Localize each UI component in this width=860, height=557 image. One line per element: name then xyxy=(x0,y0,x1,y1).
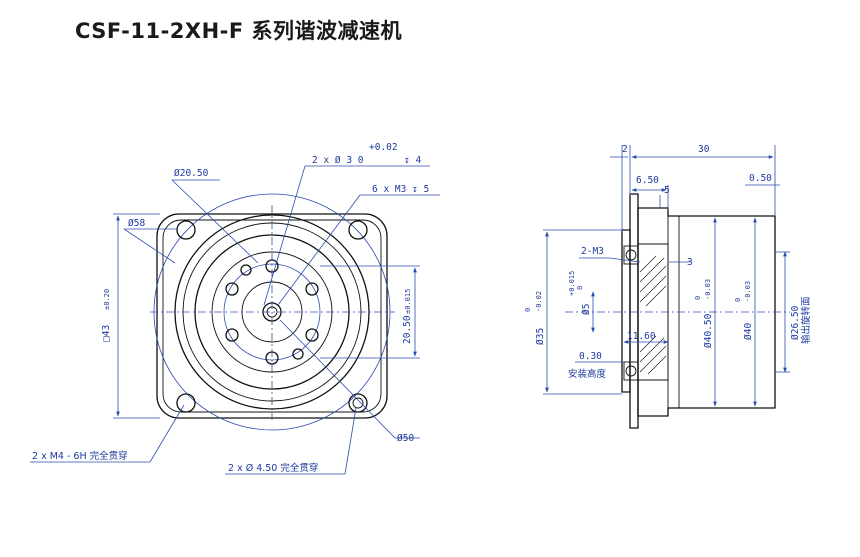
label-2x-phi3: 2 x Ø 3 0 xyxy=(312,155,364,166)
label-phi-26-50: Ø26.50 xyxy=(790,305,801,340)
label-dim-30: 30 xyxy=(698,144,710,155)
bearing-top xyxy=(623,245,639,265)
flange-plate xyxy=(629,193,639,429)
label-phi-35-tol-upper: 0 xyxy=(524,308,532,312)
label-phi-40: Ø40 xyxy=(743,323,754,340)
leader-2x-phi3 xyxy=(263,165,306,306)
label-square-43: □43 xyxy=(101,325,112,342)
label-thru-depth: ↧ 4 xyxy=(404,155,421,166)
label-m4-holes: 2 x M4 - 6H 完全贯穿 xyxy=(32,450,128,462)
label-dim-11-60: 11.60 xyxy=(627,331,656,342)
label-phi-5-tol-lower: 0 xyxy=(576,286,584,290)
label-phi-40-tol-upper: 0 xyxy=(734,298,742,302)
label-6x-m3: 6 x M3 ↧ 5 xyxy=(372,184,429,195)
pin-hole-1 xyxy=(240,264,252,276)
label-phi-5-tol-upper: +0.015 xyxy=(568,271,576,296)
bearing-ball-bottom xyxy=(625,365,637,377)
m3-hole-6 xyxy=(225,282,239,296)
leader-m4 xyxy=(149,404,185,463)
corner-hole-br xyxy=(348,393,368,413)
label-phi-35: Ø35 xyxy=(535,328,546,345)
label-dim-2: 2 xyxy=(622,144,628,155)
leader-phi-4-50 xyxy=(344,407,357,475)
corner-hole-tr xyxy=(348,220,368,240)
bearing-bottom xyxy=(623,361,639,381)
label-phi-5: Ø5 xyxy=(581,304,592,315)
bearing-ball-top xyxy=(625,249,637,261)
label-phi-58: Ø58 xyxy=(128,218,145,229)
m3-hole-2 xyxy=(305,282,319,296)
pin-hole-2 xyxy=(292,348,304,360)
leader-phi-20-50 xyxy=(171,179,259,264)
label-phi-40-50-tol-lower: -0.03 xyxy=(704,279,712,300)
label-dim-0-50: 0.50 xyxy=(749,173,772,184)
body-cylinder xyxy=(637,207,776,417)
label-phi-40-tol-lower: -0.03 xyxy=(744,281,752,302)
front-view: Ø20.50 +0.02 2 x Ø 3 0 ↧ 4 6 x M3 ↧ 5 Ø5… xyxy=(30,142,440,475)
label-phi-35-tol-lower: -0.02 xyxy=(535,291,543,312)
leader-2-m3 xyxy=(609,257,641,263)
label-thru-tol: +0.02 xyxy=(369,142,398,153)
corner-hole-tl xyxy=(176,220,196,240)
label-dim-0-30: 0.30 xyxy=(579,351,602,362)
leader-6x-m3 xyxy=(277,194,361,306)
label-dim-5: 5 xyxy=(664,185,670,196)
hub-section xyxy=(637,243,669,381)
m3-hole-3 xyxy=(305,328,319,342)
corner-hole-bl xyxy=(176,393,196,413)
page-title: CSF-11-2XH-F 系列谐波减速机 xyxy=(75,19,403,43)
label-phi-50: Ø50 xyxy=(397,433,414,444)
label-square-43-tol: ±0.20 xyxy=(103,289,111,310)
label-install-height: 安装高度 xyxy=(568,368,607,380)
label-2-m3: 2-M3 xyxy=(581,246,604,257)
leader-phi-50 xyxy=(279,319,396,439)
corner-hole-br-inner xyxy=(352,397,364,409)
hatch-hub-top xyxy=(639,255,667,307)
label-phi-20-50: Ø20.50 xyxy=(174,168,209,179)
label-dim-6-50: 6.50 xyxy=(636,175,659,186)
leader-phi-58 xyxy=(123,228,176,264)
label-phi-4-50-holes: 2 x Ø 4.50 完全贯穿 xyxy=(228,462,318,474)
label-phi-40-50-tol-upper: 0 xyxy=(694,296,702,300)
label-output-rotating-face: 输出旋转面 xyxy=(800,296,812,344)
label-phi-40-50: Ø40.50 xyxy=(703,313,714,348)
pilot-boss xyxy=(621,229,631,393)
label-20-50: 20.50 xyxy=(402,315,413,344)
label-20-50-tol: ±0.015 xyxy=(404,289,412,314)
square-flange-inner xyxy=(162,219,382,413)
side-view: 2 30 6.50 5 0.50 2-M3 3 Ø5 +0.015 0 Ø35 … xyxy=(524,144,812,429)
label-dim-3: 3 xyxy=(687,257,693,268)
m3-hole-5 xyxy=(225,328,239,342)
